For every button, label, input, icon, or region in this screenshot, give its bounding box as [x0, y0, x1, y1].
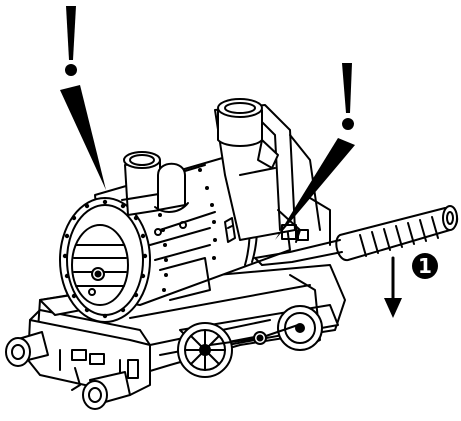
driving-wheel-right [277, 305, 323, 351]
chimney [121, 151, 166, 216]
coupling-hook [71, 367, 81, 391]
driving-wheel-left [177, 322, 233, 378]
warning-exclamation-left [60, 6, 106, 190]
steam-dome [154, 162, 189, 213]
arrow-down-icon [384, 256, 402, 318]
step-number-label: 1 [418, 254, 432, 278]
cab-roof-vent [217, 98, 263, 147]
smokebox-rivets [62, 199, 148, 319]
warning-exclamation-icon [66, 6, 76, 60]
warning-exclamation-icon [342, 63, 352, 113]
warning-exclamation-right [275, 63, 355, 240]
coupling-rod [209, 324, 299, 346]
right-buffer [82, 371, 131, 410]
screwdriver-icon [254, 205, 459, 266]
smokebox-door [71, 224, 129, 306]
left-buffer [5, 331, 49, 367]
step-number-icon: 1 [412, 253, 438, 279]
